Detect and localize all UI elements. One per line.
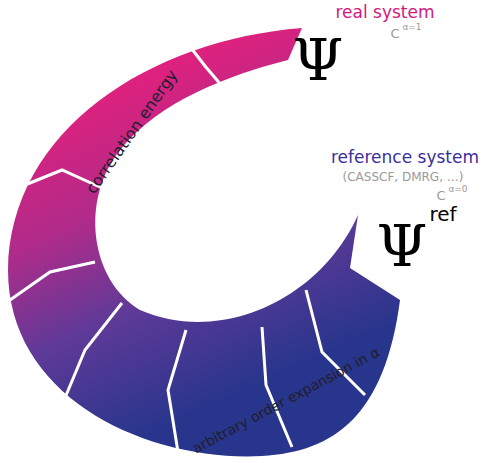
system-label: reference system [331,149,479,166]
chevron-separator [262,327,292,447]
coefficient-symbol: C [390,27,399,40]
chevron-separator [62,303,122,405]
chevron-separator [168,330,186,452]
superscript: α=1 [402,23,421,32]
coefficient-symbol: C [436,189,445,202]
curved-arrow-band [8,28,400,456]
wavefunction-symbol: Ψ [377,217,428,275]
superscript: α=0 [448,185,467,194]
method-note: (CASSCF, DMRG, …) [343,171,464,183]
wavefunction-symbol: Ψ [293,31,344,89]
chevron-separator [188,44,222,86]
superscript: ref [429,204,456,224]
chevron-separator [10,262,95,300]
system-label: real system [335,4,434,21]
